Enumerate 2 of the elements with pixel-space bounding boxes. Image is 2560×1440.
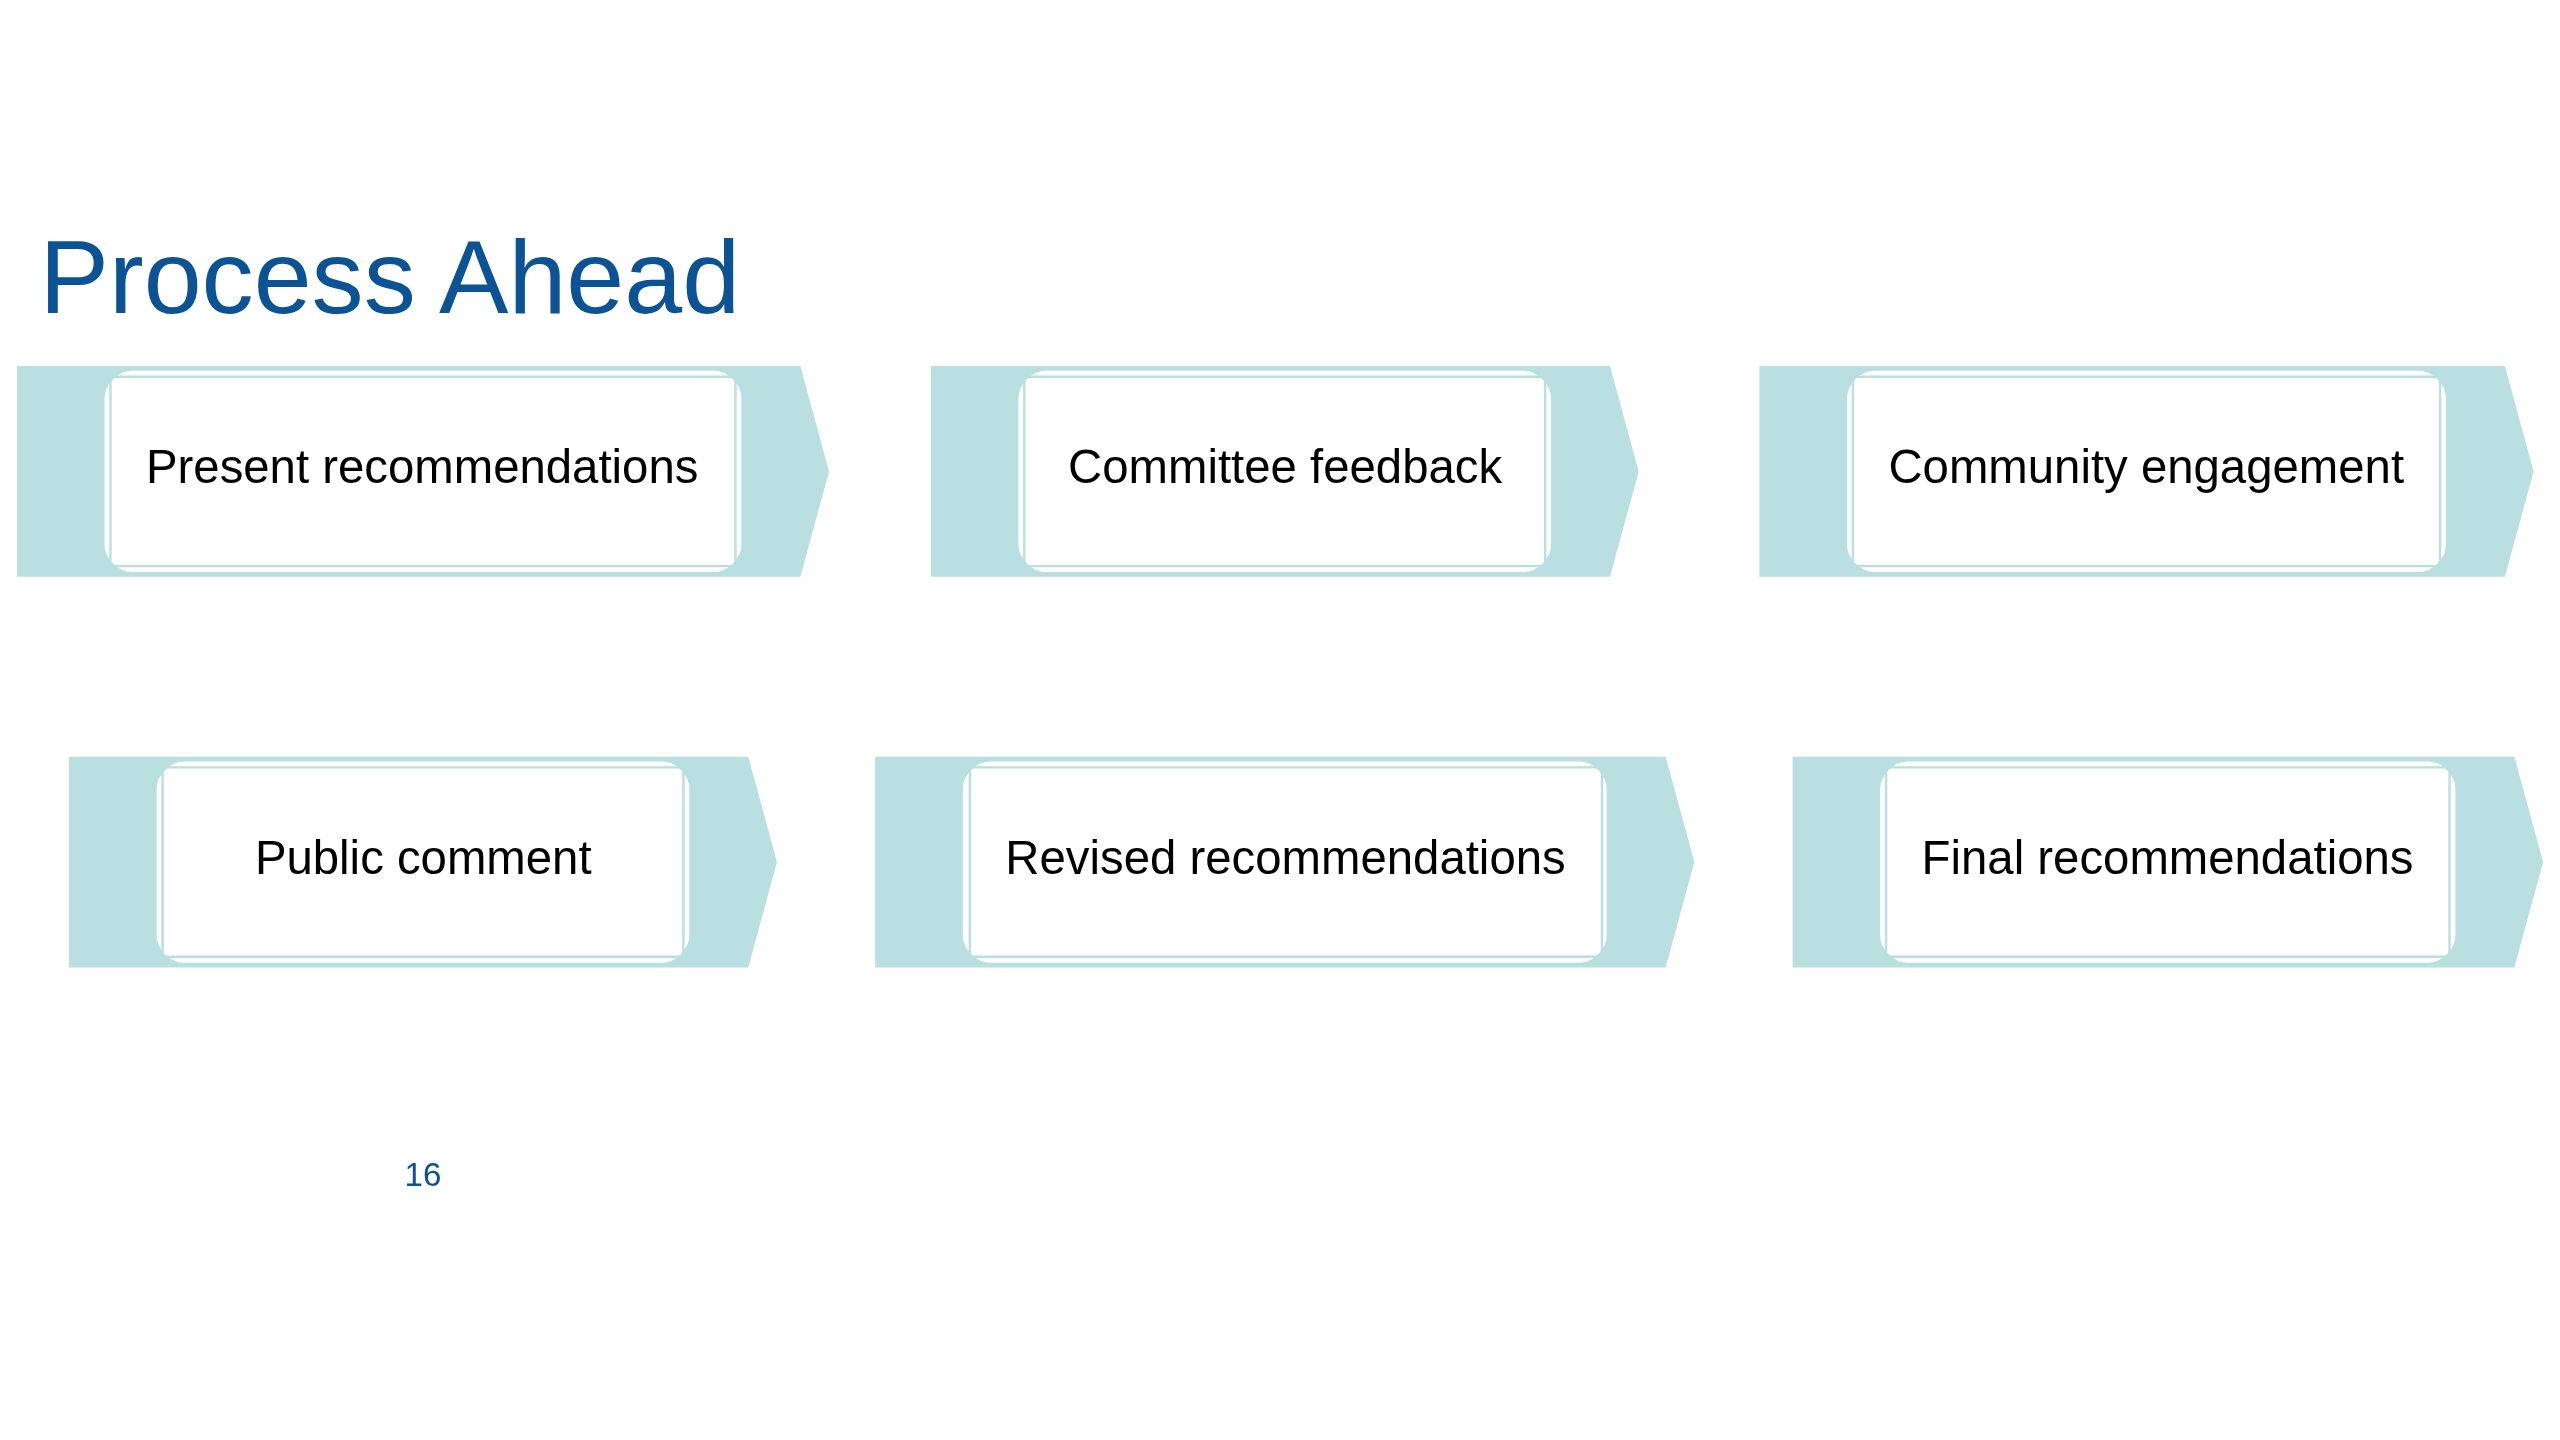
- label: 16: [404, 1155, 442, 1193]
- diagram-title: Process Ahead: [39, 219, 741, 336]
